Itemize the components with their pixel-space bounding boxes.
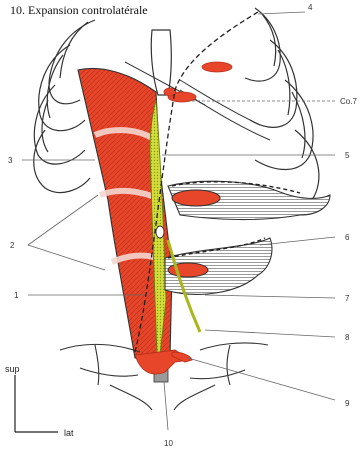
- label-3: 3: [8, 156, 13, 165]
- label-10: 10: [164, 439, 173, 448]
- upper-cross-section: [168, 181, 330, 219]
- label-7: 7: [345, 294, 350, 303]
- label-1: 1: [14, 291, 19, 300]
- label-8: 8: [345, 333, 350, 342]
- axis-label-lat: lat: [64, 428, 74, 438]
- right-rib-cage: [245, 8, 319, 200]
- upper-insertion-1: [202, 62, 232, 72]
- umbilicus: [156, 226, 164, 238]
- orientation-axes: [15, 375, 58, 432]
- label-6: 6: [345, 233, 350, 242]
- label-5: 5: [345, 151, 350, 160]
- label-2: 2: [10, 241, 15, 250]
- label-9: 9: [345, 399, 350, 408]
- label-4: 4: [308, 3, 313, 12]
- axis-label-sup: sup: [5, 364, 20, 374]
- label-co7: Co.7: [340, 97, 357, 106]
